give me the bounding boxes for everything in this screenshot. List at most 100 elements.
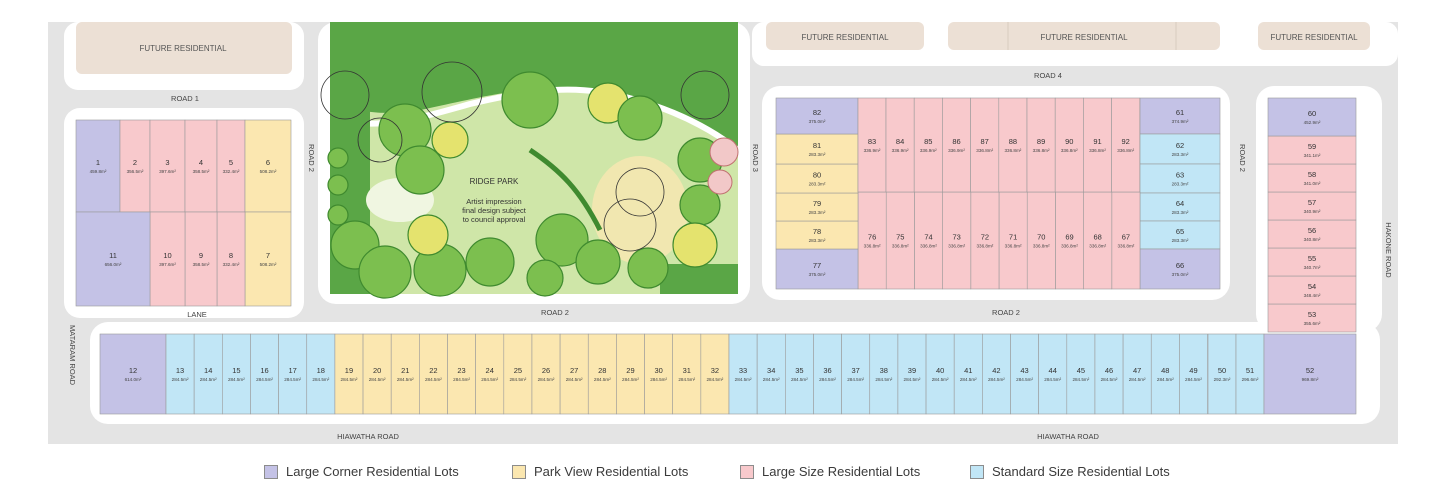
- lot-49-parcel[interactable]: [1179, 333, 1208, 415]
- lot-17-parcel[interactable]: [278, 333, 308, 415]
- lot-7-parcel[interactable]: [244, 211, 292, 307]
- lot-41-parcel[interactable]: [953, 333, 983, 415]
- lot-31-parcel[interactable]: [672, 333, 702, 415]
- lot-69-parcel[interactable]: [1055, 191, 1084, 290]
- lot-79-parcel[interactable]: [775, 192, 859, 222]
- lot-30-parcel[interactable]: [644, 333, 673, 415]
- lot-33-parcel[interactable]: [728, 333, 758, 415]
- lot-11-parcel[interactable]: [75, 211, 151, 307]
- lot-8-parcel[interactable]: [216, 211, 246, 307]
- lot-53-parcel[interactable]: [1267, 303, 1357, 333]
- lot-1-parcel[interactable]: [75, 119, 121, 213]
- lot-12-parcel[interactable]: [99, 333, 167, 415]
- lot-92-parcel[interactable]: [1111, 97, 1141, 193]
- lot-84-parcel[interactable]: [885, 97, 915, 193]
- lot-37-parcel[interactable]: [841, 333, 871, 415]
- lot-73-parcel[interactable]: [942, 191, 972, 290]
- lot-36-parcel[interactable]: [813, 333, 842, 415]
- lot-29-parcel[interactable]: [616, 333, 645, 415]
- lot-38-parcel[interactable]: [869, 333, 899, 415]
- lot-56-parcel[interactable]: [1267, 219, 1357, 249]
- lot-4-parcel[interactable]: [184, 119, 218, 213]
- lot-34-parcel[interactable]: [756, 333, 786, 415]
- lot-27-parcel[interactable]: [559, 333, 589, 415]
- lot-88-parcel[interactable]: [998, 97, 1028, 193]
- lot-13-parcel[interactable]: [165, 333, 195, 415]
- lot-42-parcel[interactable]: [982, 333, 1011, 415]
- lot-40-parcel[interactable]: [925, 333, 955, 415]
- lot-74-parcel[interactable]: [914, 191, 943, 290]
- lot-91-parcel[interactable]: [1083, 97, 1112, 193]
- lot-5-parcel[interactable]: [216, 119, 246, 213]
- lot-32-parcel[interactable]: [700, 333, 730, 415]
- lot-77-parcel[interactable]: [775, 248, 859, 290]
- lot-78-parcel[interactable]: [775, 220, 859, 250]
- lot-60-parcel[interactable]: [1267, 97, 1357, 137]
- lot-16-parcel[interactable]: [250, 333, 279, 415]
- lot-66-parcel[interactable]: [1139, 248, 1221, 290]
- lot-71-parcel[interactable]: [998, 191, 1028, 290]
- lot-6-parcel[interactable]: [244, 119, 292, 213]
- lot-14-parcel[interactable]: [193, 333, 223, 415]
- lot-81-parcel[interactable]: [775, 133, 859, 165]
- lot-54-parcel[interactable]: [1267, 275, 1357, 305]
- lot-45-parcel[interactable]: [1066, 333, 1096, 415]
- lot-10-parcel[interactable]: [149, 211, 186, 307]
- lot-51-parcel[interactable]: [1235, 333, 1265, 415]
- lot-57-parcel[interactable]: [1267, 191, 1357, 221]
